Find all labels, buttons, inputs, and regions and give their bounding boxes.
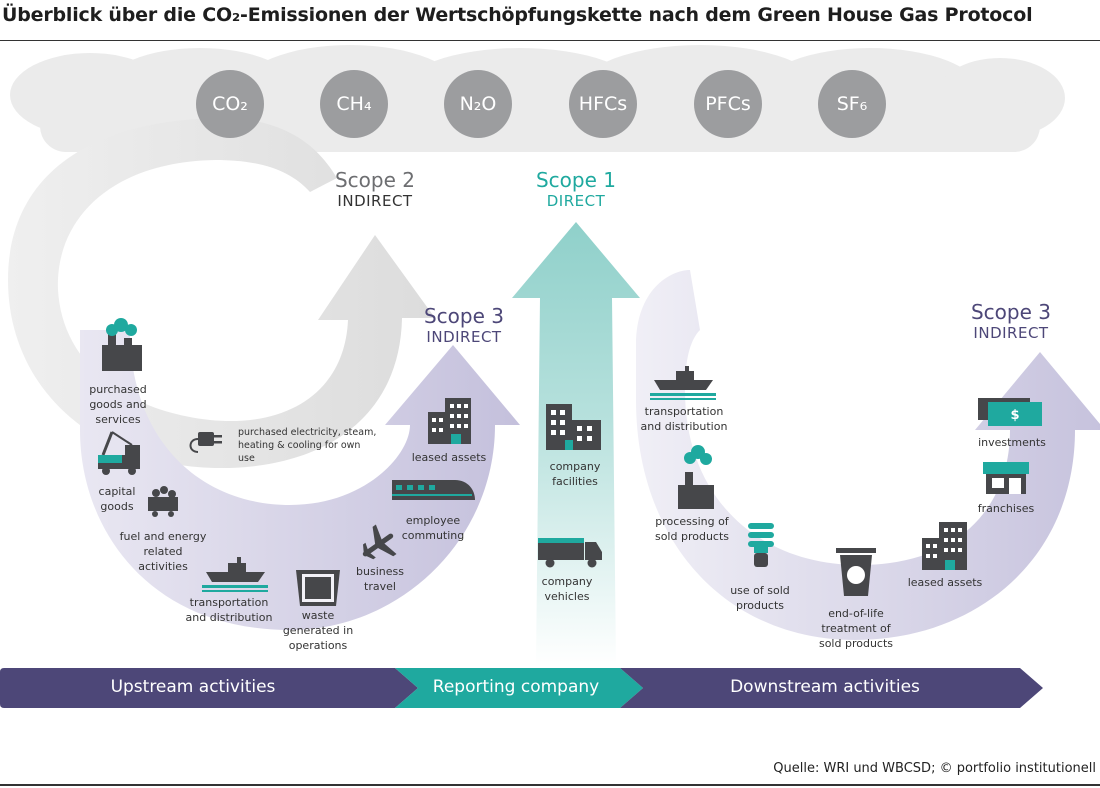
label-upstream-leased-assets: leased assets [411, 451, 487, 464]
gas-hfcs-circle: HFCs [569, 70, 637, 138]
scope3-upstream-name: Scope 3 [423, 304, 504, 328]
truck-icon [538, 538, 602, 568]
label-capital-goods: capital goods [98, 485, 136, 513]
band-reporting-label: Reporting company [432, 677, 600, 697]
label-company-facilities: company facilities [549, 460, 601, 488]
source-note: Quelle: WRI und WBCSD; © portfolio insti… [773, 761, 1096, 776]
label-franchises: franchises [977, 502, 1035, 515]
scope3-upstream-arrow [80, 330, 520, 630]
svg-text:$: $ [1010, 408, 1019, 423]
scope3-downstream-arrow [636, 270, 1100, 640]
label-business-travel: business travel [356, 565, 404, 593]
ship-icon [206, 557, 265, 582]
gas-sf6-circle: SF₆ [818, 70, 886, 138]
label-company-vehicles: company vehicles [541, 575, 593, 603]
scope2-name: Scope 2 [334, 168, 415, 192]
bottom-rule [0, 784, 1100, 786]
label-downstream-transportation: transportation and distribution [640, 405, 728, 433]
chart-title: Überblick über die CO₂-Emissionen der We… [2, 4, 1033, 26]
reporting-band [395, 668, 643, 708]
light-bulb-icon [754, 553, 768, 567]
scope1-name: Scope 1 [535, 168, 616, 192]
scope3-upstream-label: Scope 3 INDIRECT [408, 304, 520, 346]
gas-co2-circle: CO₂ [196, 70, 264, 138]
label-use-of-sold-products: use of sold products [730, 584, 790, 612]
label-end-of-life: end-of-life treatment of sold products [818, 607, 894, 650]
band-downstream-label: Downstream activities [730, 677, 920, 697]
gas-pfcs-circle: PFCs [694, 70, 762, 138]
smoke-cloud-icon [106, 318, 137, 336]
label-investments: investments [978, 436, 1046, 449]
scope1-type: DIRECT [546, 192, 606, 210]
band-upstream-label: Upstream activities [110, 677, 276, 697]
top-rule [0, 40, 1100, 41]
scope2-type: INDIRECT [337, 192, 413, 210]
scope3-downstream-label: Scope 3 INDIRECT [955, 300, 1067, 342]
scope3-upstream-type: INDIRECT [426, 328, 502, 346]
gas-n2o-circle: N₂O [444, 70, 512, 138]
scope2-label: Scope 2 INDIRECT [314, 168, 436, 210]
label-purchased-goods: purchased goods and services [89, 383, 147, 426]
label-purchased-electricity: purchased electricity, steam, heating & … [238, 427, 377, 464]
scope3-downstream-type: INDIRECT [973, 324, 1049, 342]
label-employee-commuting: employee commuting [401, 514, 465, 542]
gas-ch4-circle: CH₄ [320, 70, 388, 138]
label-fuel-energy: fuel and energy related activities [119, 530, 207, 573]
airplane-icon [362, 524, 397, 560]
smoke-cloud-downstream-icon [684, 445, 712, 465]
label-upstream-transportation: transportation and distribution [185, 596, 273, 624]
label-waste: waste generated in operations [282, 609, 354, 652]
scope3-downstream-name: Scope 3 [970, 300, 1051, 324]
factory-downstream-icon [678, 472, 714, 509]
ship-downstream-icon [654, 366, 713, 390]
factory-icon [102, 333, 142, 371]
label-processing: processing of sold products [654, 515, 730, 543]
office-building-downstream-icon [922, 522, 967, 570]
mine-cart-icon [148, 486, 178, 517]
downstream-band [620, 668, 1043, 708]
upstream-band [0, 668, 418, 708]
scope2-arrow [8, 118, 435, 469]
plug-icon [189, 432, 222, 453]
label-downstream-leased-assets: leased assets [907, 576, 983, 589]
scope1-label: Scope 1 DIRECT [520, 168, 632, 210]
